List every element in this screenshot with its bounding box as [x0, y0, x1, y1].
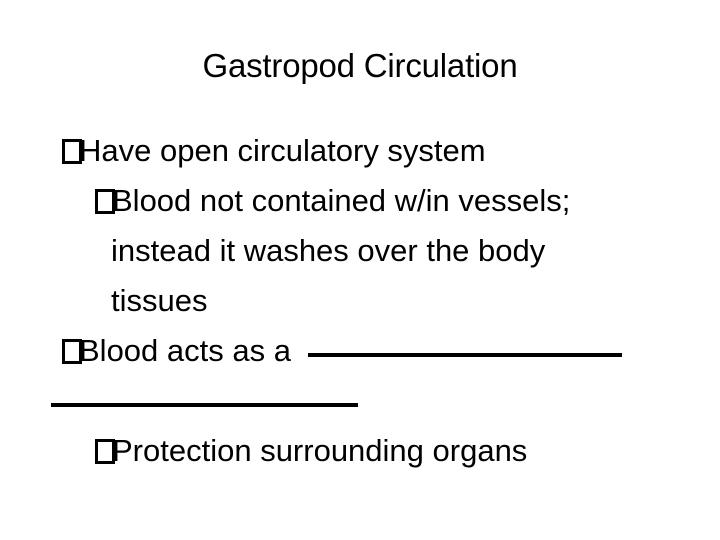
- bullet-box-icon: [95, 189, 115, 214]
- bullet-box-icon: [95, 439, 115, 464]
- list-item-label: tissues: [111, 283, 208, 318]
- list-item: Have open circulatory system: [0, 126, 720, 176]
- fill-in-blank-rule: [307, 353, 622, 357]
- list-item-continuation: tissues: [0, 276, 720, 326]
- list-item-label: Protection surrounding organs: [112, 433, 528, 468]
- page-title: Gastropod Circulation: [202, 47, 518, 84]
- slide-body: Have open circulatory system Blood not c…: [0, 126, 720, 476]
- list-item: Protection surrounding organs: [0, 426, 720, 476]
- fill-in-blank-continuation: [0, 376, 720, 426]
- list-item-label: instead it washes over the body: [111, 233, 546, 268]
- list-item-continuation: instead it washes over the body: [0, 226, 720, 276]
- list-item: Blood not contained w/in vessels;: [0, 176, 720, 226]
- list-item-label: Blood acts as a: [79, 333, 300, 368]
- list-item-label: Blood not contained w/in vessels;: [112, 183, 571, 218]
- list-item-label: Have open circulatory system: [79, 133, 486, 168]
- bullet-box-icon: [62, 339, 82, 364]
- bullet-box-icon: [62, 139, 82, 164]
- list-item: Blood acts as a: [0, 326, 720, 376]
- fill-in-blank-rule: [51, 403, 358, 407]
